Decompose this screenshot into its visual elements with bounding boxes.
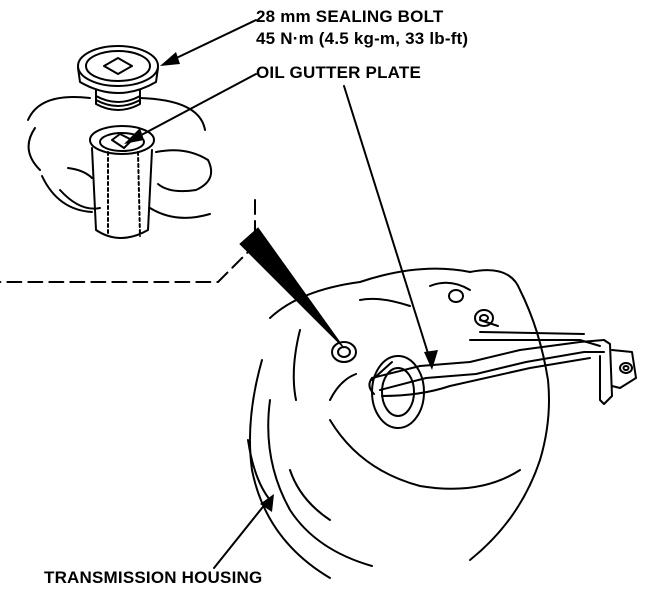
transmission-housing (247, 267, 550, 579)
sealing-bolt-torque: 45 N·m (4.5 kg-m, 33 lb-ft) (256, 29, 469, 48)
oil-gutter-plate (368, 331, 637, 405)
housing-boss (27, 96, 212, 239)
shaft-bore (331, 341, 425, 429)
gutter-plate-callout-arrow (131, 73, 433, 367)
bolt-callout-arrow (167, 19, 257, 63)
sealing-bolt-title: 28 mm SEALING BOLT (256, 7, 444, 26)
arrow-heads (124, 52, 438, 512)
housing-callout-arrow (213, 497, 271, 569)
detail-inset-border (0, 199, 256, 283)
transmission-housing-label: TRANSMISSION HOUSING (44, 568, 263, 587)
oil-gutter-plate-label: OIL GUTTER PLATE (256, 63, 422, 82)
sealing-bolt (77, 45, 159, 111)
detail-pointer-wedge (239, 227, 345, 349)
sealing-bolt-label: 28 mm SEALING BOLT 45 N·m (4.5 kg-m, 33 … (256, 6, 468, 50)
